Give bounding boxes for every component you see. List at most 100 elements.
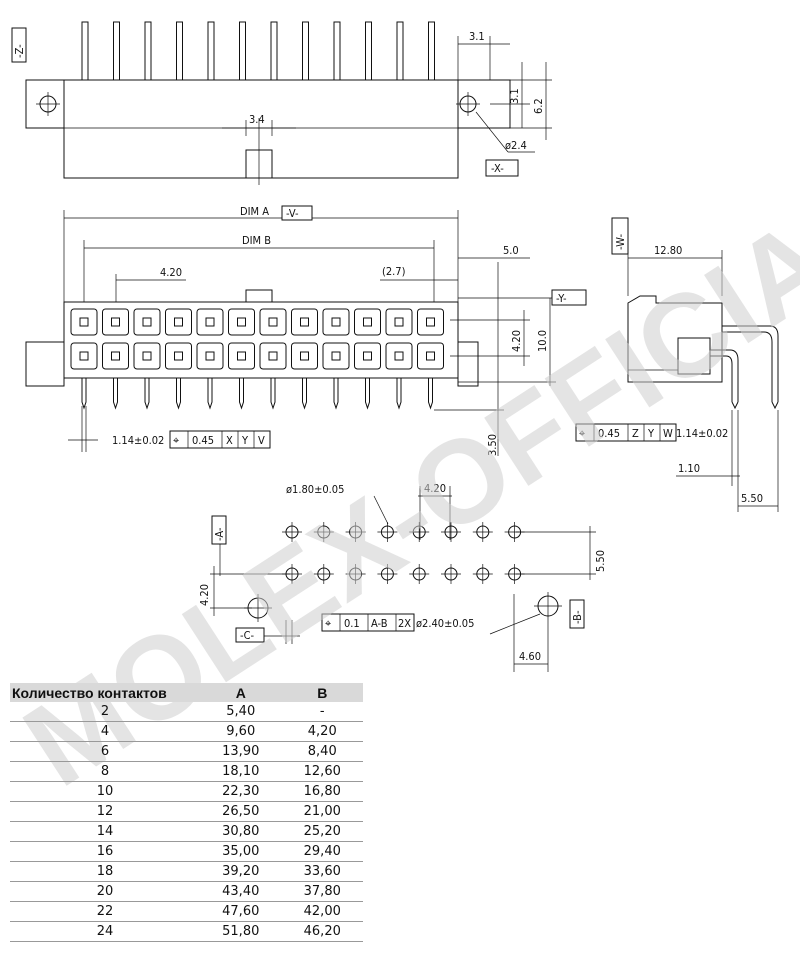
tolerance-frame-v: ⌖ 0.45 X Y V bbox=[169, 430, 271, 449]
front-contact bbox=[79, 317, 89, 327]
y-datum: -Y- bbox=[556, 292, 567, 305]
cell-contacts: 4 bbox=[10, 721, 200, 742]
front-view: DIM A -V- DIM B 4.20 (2.7) 5.0 -Y- bbox=[25, 205, 587, 456]
front-pin bbox=[428, 378, 433, 410]
tol-v-ref-1: X bbox=[226, 434, 233, 447]
front-contact bbox=[331, 351, 341, 361]
front-contact bbox=[237, 317, 246, 327]
cell-a: 47,60 bbox=[200, 901, 282, 922]
tol-w-ref-1: Z bbox=[632, 427, 639, 440]
front-contact bbox=[174, 351, 183, 361]
front-contact bbox=[363, 317, 372, 327]
b-datum: -B- bbox=[571, 610, 584, 624]
front-contact bbox=[300, 317, 309, 327]
table-header-row: Количество контактов A B bbox=[10, 683, 363, 702]
cell-a: 43,40 bbox=[200, 881, 282, 902]
col-header-a: A bbox=[200, 683, 282, 702]
tolerance-frame-ab: ⌖ 0.1 A-B 2X bbox=[321, 613, 415, 632]
top-pin bbox=[176, 21, 183, 81]
dim-hole-small: ø1.80±0.05 bbox=[286, 483, 344, 496]
cell-b: 25,20 bbox=[281, 821, 363, 842]
y-datum-box bbox=[551, 289, 587, 306]
top-pin bbox=[302, 21, 309, 81]
x-datum-box bbox=[485, 159, 519, 177]
cell-a: 35,00 bbox=[200, 841, 282, 862]
front-contact bbox=[174, 317, 183, 327]
dim-1-10: 1.10 bbox=[678, 462, 700, 475]
tol-ab-value: 0.1 bbox=[344, 617, 360, 630]
tol-v-ref-2: Y bbox=[241, 434, 249, 447]
v-datum-box bbox=[281, 205, 313, 221]
b-datum-box bbox=[569, 599, 585, 629]
top-pin bbox=[333, 21, 341, 81]
front-contact bbox=[111, 317, 120, 327]
cell-b: - bbox=[281, 702, 363, 722]
col-header-b: B bbox=[281, 683, 363, 702]
tol-v-ref-3: V bbox=[258, 434, 265, 447]
dim-3-1-v: 3.1 bbox=[508, 88, 521, 104]
cell-a: 26,50 bbox=[200, 801, 282, 822]
front-contact bbox=[111, 351, 120, 361]
v-datum: -V- bbox=[286, 207, 299, 220]
c-datum-box bbox=[235, 627, 265, 643]
dim-hole: ø2.4 bbox=[505, 139, 527, 152]
a-datum: -A- bbox=[213, 527, 226, 541]
dim-10-0: 10.0 bbox=[536, 330, 549, 352]
front-contact bbox=[394, 351, 404, 361]
front-flange-right bbox=[457, 341, 479, 387]
cell-a: 30,80 bbox=[200, 821, 282, 842]
front-pin bbox=[81, 378, 87, 410]
top-pin bbox=[144, 21, 152, 81]
dim-3-50: 3.50 bbox=[486, 434, 499, 456]
tolerance-frame-w: ⌖ 0.45 Z Y W bbox=[575, 423, 677, 442]
front-contact bbox=[394, 317, 404, 327]
front-pin bbox=[302, 378, 307, 410]
dim-5-0: 5.0 bbox=[503, 244, 519, 257]
front-pin bbox=[113, 378, 118, 410]
cell-b: 21,00 bbox=[281, 801, 363, 822]
top-pin bbox=[365, 21, 372, 81]
top-pin bbox=[207, 21, 215, 81]
dim-4-20-top: 4.20 bbox=[160, 266, 182, 279]
dim-1-14: 1.14±0.02 bbox=[112, 434, 164, 447]
cell-b: 16,80 bbox=[281, 781, 363, 802]
front-contact bbox=[142, 317, 152, 327]
front-contact bbox=[205, 317, 215, 327]
cell-b: 12,60 bbox=[281, 761, 363, 782]
front-contact bbox=[237, 351, 246, 361]
front-contact bbox=[300, 351, 309, 361]
pcb-layout: ø1.80±0.05 4.20 5.50 -A- 4.20 -C- bbox=[198, 482, 607, 672]
cell-a: 18,10 bbox=[200, 761, 282, 782]
front-pin bbox=[207, 378, 213, 410]
cell-contacts: 14 bbox=[10, 821, 200, 842]
cell-a: 9,60 bbox=[200, 721, 282, 742]
front-contact bbox=[426, 351, 435, 361]
front-contact bbox=[268, 351, 278, 361]
tol-w-symbol: ⌖ bbox=[579, 427, 585, 440]
cell-a: 13,90 bbox=[200, 741, 282, 762]
cell-a: 5,40 bbox=[200, 702, 282, 722]
cell-b: 42,00 bbox=[281, 901, 363, 922]
tol-v-symbol: ⌖ bbox=[173, 434, 179, 447]
dim-5-50-side: 5.50 bbox=[741, 492, 763, 505]
a-datum-box bbox=[211, 515, 227, 545]
cell-contacts: 6 bbox=[10, 741, 200, 762]
front-flange-left bbox=[25, 341, 65, 387]
cell-b: 46,20 bbox=[281, 921, 363, 942]
front-latch bbox=[245, 289, 273, 303]
front-contact bbox=[205, 351, 215, 361]
front-contact bbox=[268, 317, 278, 327]
dim-4-20-pcb: 4.20 bbox=[424, 482, 446, 495]
top-pin bbox=[428, 21, 435, 81]
dim-side-1-14: 1.14±0.02 bbox=[676, 427, 728, 440]
front-pin bbox=[144, 378, 150, 410]
cell-contacts: 8 bbox=[10, 761, 200, 782]
dim-12-80: 12.80 bbox=[654, 244, 682, 257]
dim-4-20-v: 4.20 bbox=[510, 330, 523, 352]
side-pin-upper bbox=[722, 325, 779, 402]
tol-v-value: 0.45 bbox=[192, 434, 214, 447]
